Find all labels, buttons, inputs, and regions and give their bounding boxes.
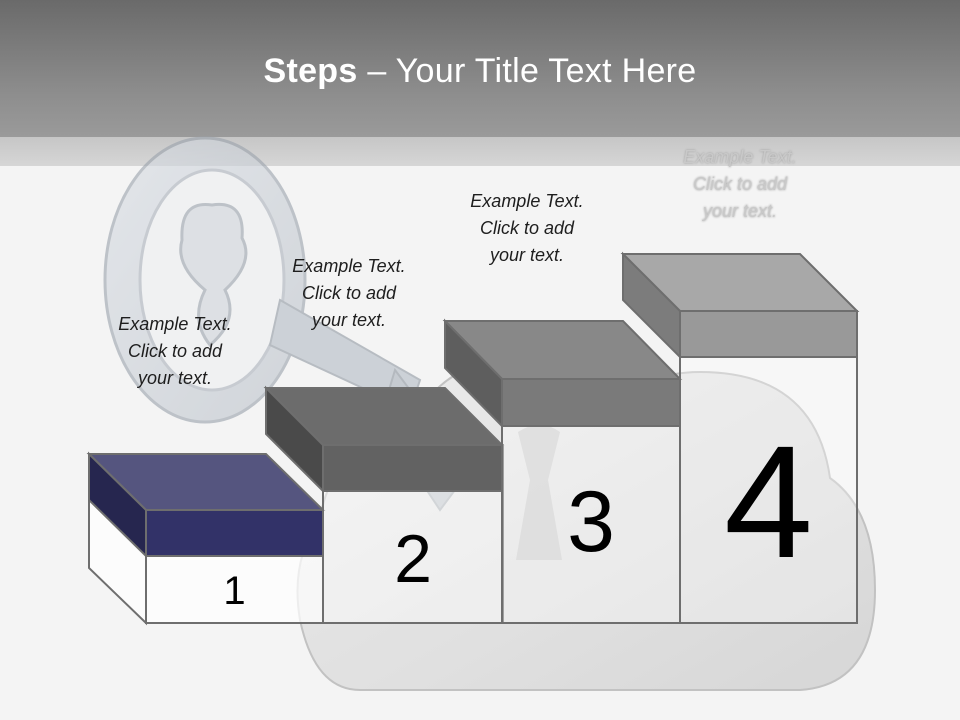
step-text-4-line3: your text.: [702, 201, 778, 221]
step-text-3[interactable]: Example Text. Click to add your text.: [442, 188, 612, 269]
step-text-4[interactable]: Example Text. Click to add your text.: [655, 144, 825, 225]
step-text-1-line2: Click to add: [127, 341, 223, 361]
step-text-2-line3: your text.: [311, 310, 387, 330]
step-text-3-line1: Example Text.: [470, 191, 584, 211]
title-rest: – Your Title Text Here: [357, 52, 697, 90]
step-text-1-line3: your text.: [137, 368, 213, 388]
step-block-4: [620, 251, 860, 624]
title-bold: Steps: [263, 52, 358, 90]
step-text-2-line2: Click to add: [301, 283, 397, 303]
title-bar: [0, 0, 960, 137]
step-text-2[interactable]: Example Text. Click to add your text.: [264, 253, 434, 334]
step-text-3-line2: Click to add: [479, 218, 575, 238]
step-number-1: 1: [223, 569, 246, 613]
step-number-3: 3: [567, 474, 615, 570]
key-icon: [103, 136, 472, 512]
step-text-4-line1: Example Text.: [683, 147, 797, 167]
step-text-4-line2: Click to add: [692, 174, 788, 194]
step-number-2: 2: [394, 521, 432, 597]
step-text-2-line1: Example Text.: [292, 256, 406, 276]
step-block-3: [442, 318, 683, 624]
slide-title[interactable]: Steps – Your Title Text Here: [0, 52, 960, 91]
step-block-2: [263, 385, 505, 624]
step-text-1[interactable]: Example Text. Click to add your text.: [90, 311, 260, 392]
step-number-4: 4: [724, 412, 813, 591]
step-text-3-line3: your text.: [489, 245, 565, 265]
step-text-1-line1: Example Text.: [118, 314, 232, 334]
